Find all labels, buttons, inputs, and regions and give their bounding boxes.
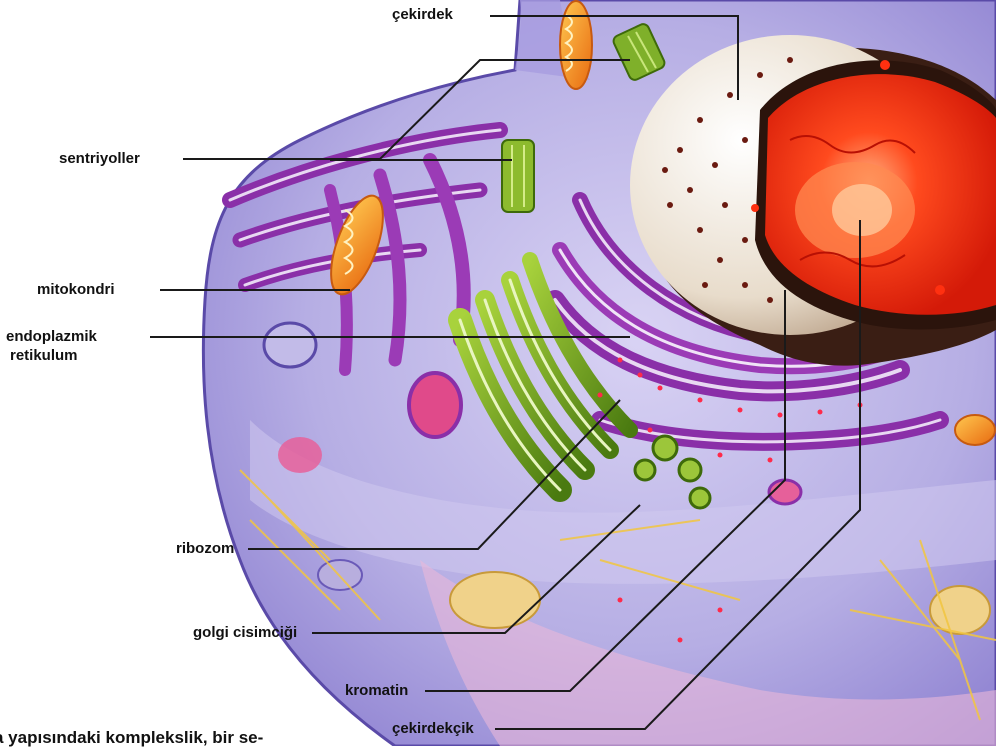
centriole-middle (502, 140, 534, 212)
label-sentriyoller: sentriyoller (59, 150, 140, 167)
label-mitokondri: mitokondri (37, 281, 115, 298)
label-golgi: golgi cisimciği (193, 624, 297, 641)
caption-text: a yapısındaki komplekslik, bir se- (0, 728, 263, 748)
label-retikulum: retikulum (10, 347, 78, 364)
label-cekirdek: çekirdek (392, 6, 453, 23)
label-cekirdekcik: çekirdekçik (392, 720, 474, 737)
label-ribozom: ribozom (176, 540, 234, 557)
mitochondrion-top (560, 1, 592, 89)
label-kromatin: kromatin (345, 682, 408, 699)
label-endoplazmik: endoplazmik (6, 328, 97, 345)
